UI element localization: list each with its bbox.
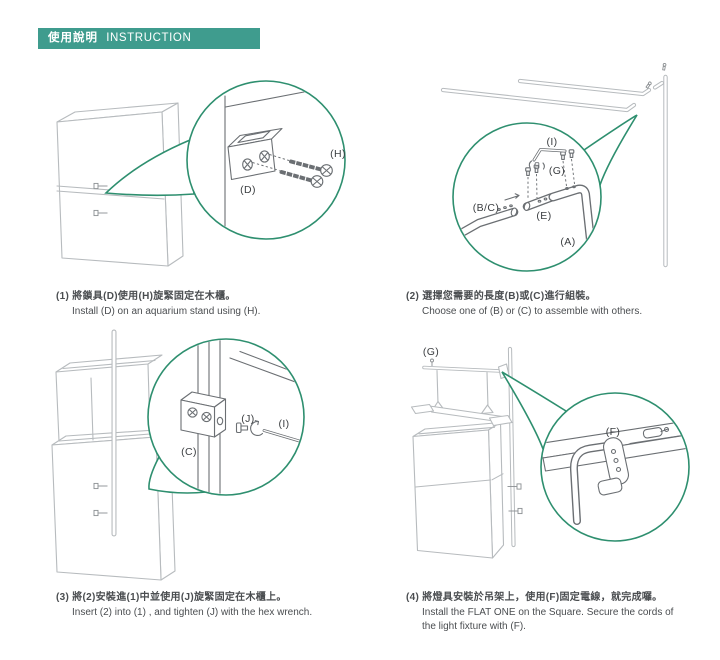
part-label-j: (J) — [241, 413, 254, 425]
step3-caption-zh: (3) 將(2)安裝進(1)中並使用(J)旋緊固定在木櫃上。 — [56, 592, 287, 603]
magnifier-callout: (J) (I) (C) — [147, 338, 305, 496]
part-label-g: (G) — [549, 165, 565, 177]
step2-caption: (2) 選擇您需要的長度(B)或(C)進行組裝。 Choose one of (… — [406, 287, 674, 319]
part-label-g: (G) — [423, 346, 439, 358]
part-label-i: (I) — [546, 136, 557, 148]
part-label-f: (F) — [606, 426, 621, 438]
step3-caption: (3) 將(2)安裝進(1)中並使用(J)旋緊固定在木櫃上。 Insert (2… — [56, 588, 324, 620]
tiny-bolt-mark — [661, 62, 667, 71]
part-label-i: (I) — [278, 418, 289, 430]
part-label-bc: (B/C) — [473, 202, 500, 214]
step1-caption-en: Install (D) on an aquarium stand using (… — [72, 306, 261, 317]
step2-caption-zh: (2) 選擇您需要的長度(B)或(C)進行組裝。 — [406, 291, 596, 302]
header-title-en: INSTRUCTION — [106, 32, 192, 44]
screw-g — [560, 151, 566, 160]
step2-caption-en: Choose one of (B) or (C) to assemble wit… — [422, 306, 643, 317]
screw-drawing — [289, 158, 333, 177]
part-label-c: (C) — [181, 446, 197, 458]
callout-tail — [501, 371, 568, 451]
callout-tail — [582, 114, 638, 188]
step2-illustration: (I) (G) (B/C) (E) (A) — [440, 62, 668, 272]
step3-caption-en: Insert (2) into (1) , and tighten (J) wi… — [72, 607, 313, 618]
magnifier-callout: (F) — [501, 371, 690, 542]
stand-with-tank-drawing — [51, 329, 176, 581]
callout-detail — [454, 148, 597, 259]
magnifier-callout: (H) (D) — [104, 80, 346, 240]
screw-drawing — [279, 169, 324, 188]
tank-with-light-drawing — [410, 346, 523, 559]
bolt-j-drawing — [235, 422, 249, 434]
step1-illustration: (H) (D) — [56, 80, 346, 267]
part-label-a: (A) — [560, 236, 575, 248]
step1-caption: (1) 將鎖具(D)使用(H)旋緊固定在木櫃。 Install (D) on a… — [56, 287, 324, 319]
header-title-zh: 使用說明 — [48, 32, 98, 44]
step4-illustration: (G) — [410, 346, 690, 559]
mount-mark — [508, 507, 523, 515]
screw-g — [525, 167, 531, 176]
hanging-frame-drawing — [440, 62, 668, 268]
rotate-arrow — [250, 420, 264, 436]
magnifier-callout: (I) (G) (B/C) (E) (A) — [452, 114, 638, 272]
step1-caption-zh: (1) 將鎖具(D)使用(H)旋緊固定在木櫃。 — [56, 291, 236, 302]
tiny-bolt-mark — [430, 358, 434, 363]
step3-illustration: (J) (I) (C) — [51, 329, 305, 581]
screw-g — [568, 149, 575, 158]
step4-caption-en: Install the FLAT ONE on the Square. Secu… — [422, 607, 674, 632]
header-bar: 使用說明 INSTRUCTION — [38, 28, 260, 49]
cord-clip-drawing — [642, 426, 670, 439]
tiny-bolt-mark — [645, 80, 653, 89]
part-label-d: (D) — [240, 184, 256, 196]
part-label-e: (E) — [536, 210, 551, 222]
callout-tail — [104, 138, 195, 197]
callout-detail — [224, 88, 333, 227]
step4-caption-zh: (4) 將燈具安裝於吊架上，使用(F)固定電線，就完成囉。 — [406, 592, 663, 603]
light-fixture-drawing — [410, 358, 513, 427]
insert-arrow — [504, 193, 520, 201]
callout-circle — [452, 122, 602, 272]
cable-strap-drawing — [597, 437, 630, 496]
screw-g — [534, 162, 540, 170]
callout-detail — [542, 417, 688, 525]
step4-caption: (4) 將燈具安裝於吊架上，使用(F)固定電線，就完成囉。 Install th… — [406, 588, 674, 633]
part-label-h: (H) — [330, 148, 346, 160]
